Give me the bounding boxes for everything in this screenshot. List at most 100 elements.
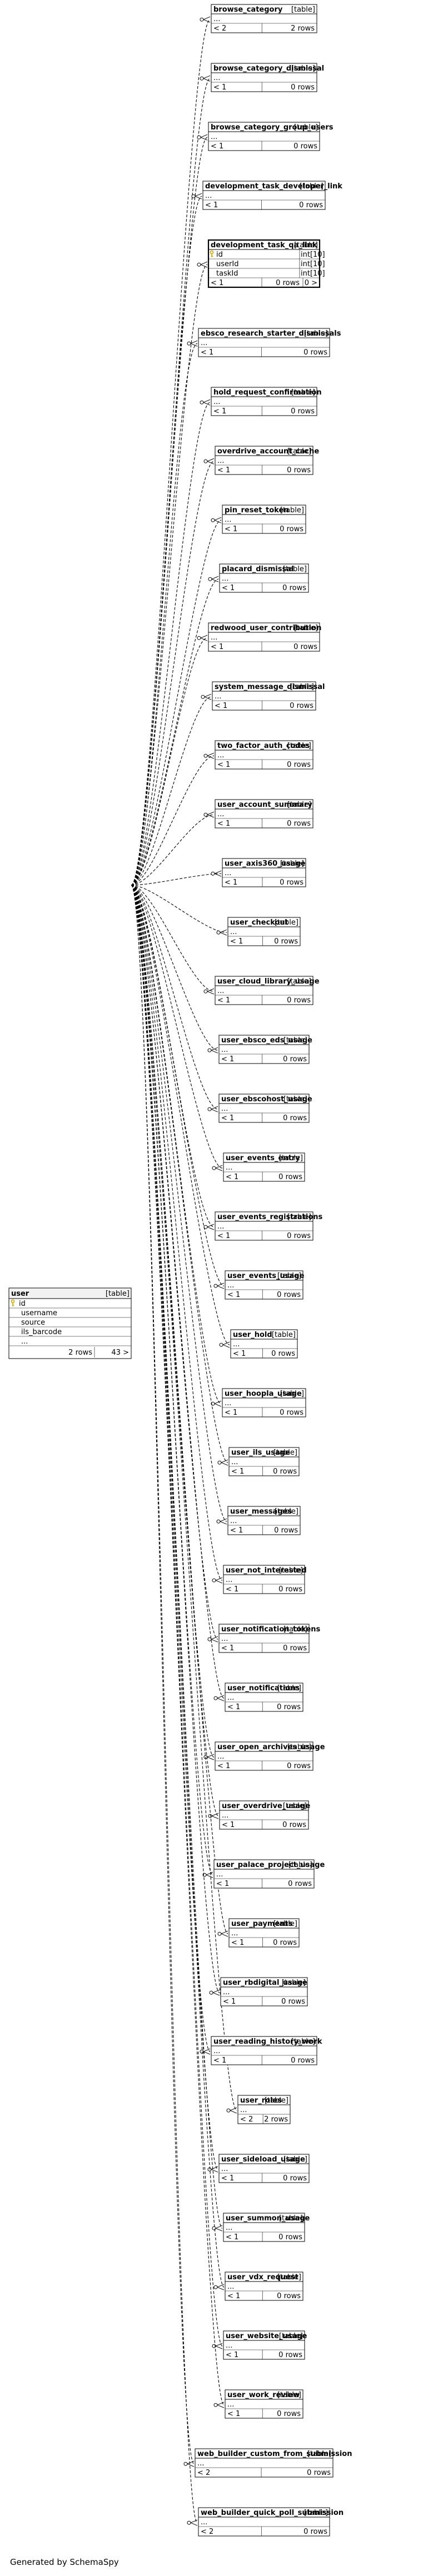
table-name: user_open_archives_usage — [217, 1743, 325, 1751]
crows-foot-icon — [203, 988, 215, 995]
column-name: ... — [217, 457, 224, 465]
crows-foot-icon — [200, 2048, 211, 2055]
row-count: 0 rows — [271, 1350, 295, 1358]
table-name: user_ebscohost_usage — [221, 1095, 312, 1104]
relationship-edge — [131, 885, 215, 1227]
table-node-development-task-developer-link[interactable]: development_task_developer_link[table]..… — [202, 181, 342, 210]
table-node-user[interactable]: user[table]idusernamesourceils_barcode..… — [8, 1287, 132, 1359]
column-name: ... — [213, 398, 220, 406]
row-count: 0 rows — [278, 2233, 302, 2241]
crows-foot-icon — [211, 517, 222, 523]
column-name: source — [21, 1319, 45, 1327]
column-name: ... — [226, 2342, 232, 2350]
table-tag: [table] — [280, 506, 304, 515]
column-name: ... — [201, 339, 207, 347]
table-node-web-builder-quick-poll-submission[interactable]: web_builder_quick_poll_submission[table]… — [198, 2507, 344, 2537]
parents-count: < 1 — [225, 878, 237, 887]
relationship-edge — [131, 578, 219, 886]
parents-count: < 1 — [211, 142, 223, 151]
column-name: username — [21, 1309, 57, 1317]
column-name: ... — [226, 1164, 232, 1172]
row-count: 0 rows — [274, 1526, 298, 1535]
crows-foot-icon — [201, 693, 212, 700]
relationship-edge — [131, 885, 222, 1404]
crows-foot-icon — [203, 458, 215, 465]
column-name: ... — [217, 1222, 224, 1231]
table-tag: [table] — [294, 241, 318, 249]
row-count: 0 rows — [283, 1055, 307, 1064]
column-name: ... — [213, 2047, 220, 2055]
crows-foot-icon — [212, 1165, 223, 1171]
table-tag: [table] — [273, 1920, 297, 1928]
table-tag: [table] — [265, 2096, 288, 2105]
table-name: system_message_dismissal — [215, 683, 325, 691]
column-name: id — [19, 1300, 26, 1308]
parents-count: < 2 — [213, 24, 226, 33]
table-node-web-builder-custom-from-submission[interactable]: web_builder_custom_from_submission[table… — [195, 2448, 352, 2478]
row-count: 0 rows — [278, 1585, 302, 1594]
table-name: user_axis360_usage — [225, 860, 306, 868]
table-tag: [table] — [283, 1625, 307, 1634]
column-name: ... — [217, 1753, 224, 1761]
row-count: 0 rows — [290, 702, 313, 710]
table-tag: [table] — [290, 683, 314, 691]
table-node-browse-category-group-users[interactable]: browse_category_group_users[table]...< 1… — [208, 122, 334, 151]
crows-foot-icon — [213, 1695, 225, 1701]
column-name: ... — [230, 1517, 237, 1525]
column-name: ... — [216, 1870, 223, 1879]
table-tag: [table] — [280, 860, 304, 868]
crows-foot-icon — [200, 75, 211, 82]
crows-foot-icon — [212, 1577, 223, 1584]
table-tag: [table] — [277, 1684, 301, 1693]
column-name: ... — [226, 2224, 232, 2232]
column-name: ... — [222, 575, 228, 583]
relationship-edge — [131, 402, 211, 886]
crows-foot-icon — [208, 1813, 219, 1819]
table-name: user_messages — [230, 1507, 292, 1516]
table-node-ebsco-research-starter-dismissals[interactable]: ebsco_research_starter_dismissals[table]… — [198, 328, 341, 357]
table-name: user_account_summary — [217, 801, 312, 809]
table-name: user_ils_usage — [231, 1449, 290, 1457]
crows-foot-icon — [200, 16, 211, 23]
parents-count: < 1 — [221, 1114, 234, 1122]
relationship-edge — [131, 637, 208, 886]
